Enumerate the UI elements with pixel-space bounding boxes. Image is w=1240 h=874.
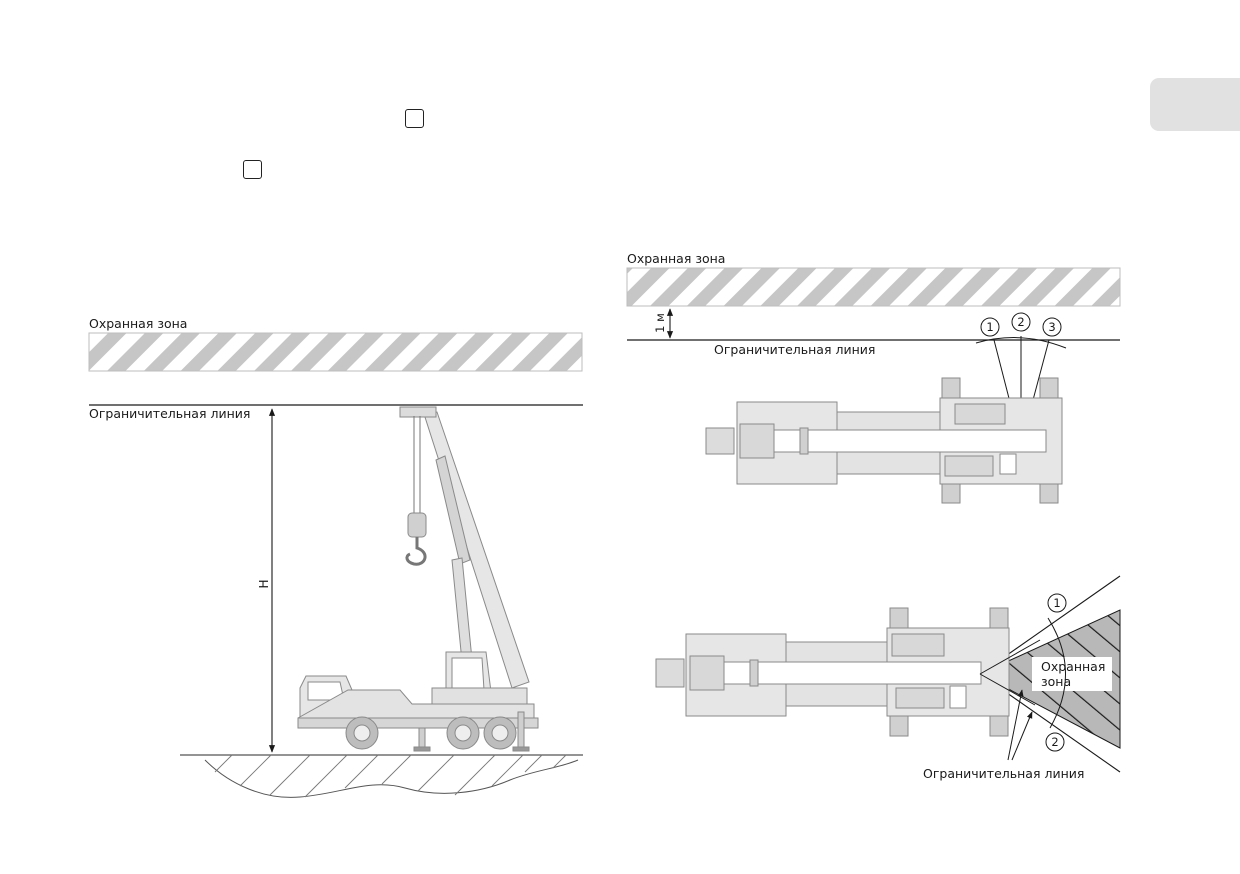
bottom-marker-2: 2 <box>1051 735 1058 749</box>
marker-2: 2 <box>1017 315 1024 329</box>
bottom-right-diagram: Охранная зона <box>655 575 1121 781</box>
marker-1: 1 <box>986 320 993 334</box>
bottom-markers: 1 2 <box>1045 593 1067 752</box>
left-limit-label: Ограничительная линия <box>89 406 250 421</box>
bottom-marker-1: 1 <box>1053 596 1060 610</box>
zone-label-backing <box>1032 657 1112 691</box>
left-zone-label: Охранная зона <box>89 316 187 331</box>
checkbox-1[interactable] <box>405 109 424 128</box>
bottom-arc <box>1047 617 1066 729</box>
checkbox-2[interactable] <box>243 160 262 179</box>
side-tab[interactable] <box>1150 78 1240 131</box>
top-right-protection-zone <box>626 267 1121 307</box>
bottom-zone-label-line1: Охранная <box>1041 659 1105 674</box>
height-label: H <box>257 579 271 588</box>
left-protection-zone <box>88 332 583 372</box>
top-right-diagram: Охранная зона 1 м Ограничительная линия … <box>626 251 1121 504</box>
crane-top-view-2 <box>655 607 1010 737</box>
limit-label-leaders <box>1007 689 1033 761</box>
marker-3: 3 <box>1048 320 1055 334</box>
left-diagram: Охранная зона Ограничительная линия H <box>88 316 583 798</box>
top-right-markers: 1 2 3 <box>980 312 1062 337</box>
top-right-zone-label: Охранная зона <box>627 251 725 266</box>
bottom-limit-label: Ограничительная линия <box>923 766 1084 781</box>
crane-top-view-1 <box>705 377 1063 504</box>
bottom-zone-label-line2: зона <box>1041 674 1071 689</box>
top-right-limit-label: Ограничительная линия <box>714 342 875 357</box>
distance-label: 1 м <box>653 313 667 333</box>
boom-direction-lines <box>979 639 1041 706</box>
crane-side-view <box>297 406 539 752</box>
ground <box>180 754 583 798</box>
